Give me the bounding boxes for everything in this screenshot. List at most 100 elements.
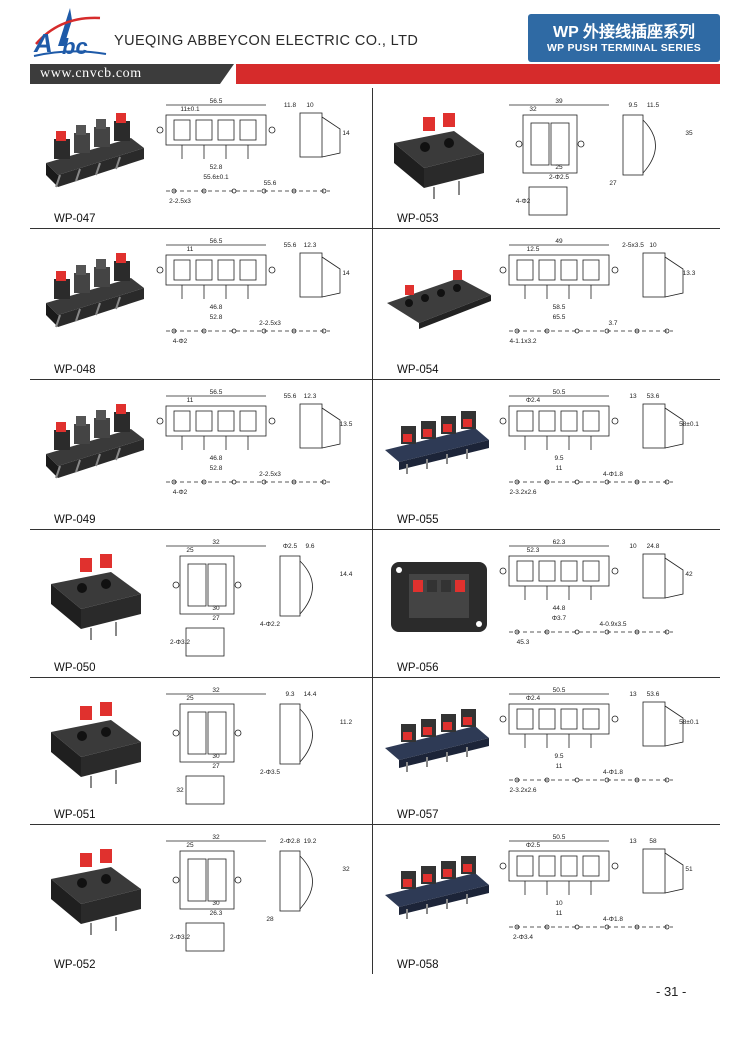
row-divider [30, 824, 720, 825]
dimension-label: 4-0.9x3.5 [599, 621, 626, 628]
dimension-label: 55.6 [284, 242, 297, 249]
product-photo [385, 709, 489, 772]
dimension-label: 2-Φ3.2 [170, 639, 190, 646]
dimension-label: 4-Φ2.2 [260, 621, 280, 628]
dimension-label: 50.5 [553, 389, 566, 396]
dimension-label: 12.3 [304, 393, 317, 400]
dimension-label: 4-Φ2 [516, 198, 531, 205]
dimension-label: 11.8 [284, 102, 297, 109]
dimension-label: 50.5 [553, 687, 566, 694]
dimension-label: 14 [342, 270, 350, 277]
dimension-label: Φ2.5 [283, 543, 298, 550]
dimension-label: 10 [649, 242, 657, 249]
product-photo [391, 562, 487, 632]
abbeycon-logo: A bc [33, 8, 107, 59]
dimension-label: 50.5 [553, 834, 566, 841]
dimension-label: 9.5 [554, 753, 563, 760]
dimension-label: 9.3 [285, 691, 294, 698]
dimension-label: 56.5 [210, 98, 223, 105]
dimension-label: 46.8 [210, 455, 223, 462]
dimension-label: 49 [555, 238, 563, 245]
dimension-label: 56.5 [210, 238, 223, 245]
dimension-label: 9.5 [628, 102, 637, 109]
model-label: WP-055 [397, 514, 439, 526]
website-url: www.cnvcb.com [40, 66, 142, 81]
dimension-label: 52.8 [210, 314, 223, 321]
dimension-label: 26.3 [210, 910, 223, 917]
dimension-label: 42 [685, 571, 693, 578]
page-header: A bc YUEQING ABBEYCON ELECTRIC CO., LTD … [0, 0, 750, 88]
model-label: WP-054 [397, 364, 439, 376]
dimension-label: 13.5 [340, 421, 353, 428]
dimension-label: 27 [212, 615, 220, 622]
product-photo [385, 411, 489, 474]
product-photo [51, 702, 141, 788]
dimension-label: 2-2.5x3 [259, 471, 281, 478]
model-label: WP-053 [397, 213, 439, 225]
model-label: WP-051 [54, 809, 96, 821]
dimension-label: 9.6 [305, 543, 314, 550]
dimension-label: 52.8 [210, 465, 223, 472]
product-photo [387, 270, 491, 329]
dimension-label: 14.4 [340, 571, 353, 578]
dimension-label: 4-Φ1.8 [603, 916, 623, 923]
series-title-en: WP PUSH TERMINAL SERIES [546, 42, 702, 54]
series-title-cn: WP 外接线插座系列 [553, 24, 695, 41]
dimension-label: 9.5 [554, 455, 563, 462]
model-label: WP-047 [54, 213, 96, 225]
product-photo [46, 404, 144, 479]
row-divider [30, 379, 720, 380]
product-photo [385, 856, 489, 919]
dimension-label: 35 [685, 130, 693, 137]
dimension-label: 32 [212, 539, 220, 546]
dimension-label: 4-1.1x3.2 [509, 338, 536, 345]
dimension-label: 13 [629, 838, 637, 845]
dimension-label: 11 [556, 910, 563, 917]
row-divider [30, 228, 720, 229]
model-label: WP-052 [54, 959, 96, 971]
dimension-label: 30 [212, 753, 220, 760]
product-photo [51, 849, 141, 935]
dimension-label: Φ3.7 [552, 615, 567, 622]
page-number: - 31 - [656, 984, 687, 999]
product-photo [51, 554, 141, 640]
dimension-label: 4-Φ2 [173, 338, 188, 345]
dimension-label: 30 [212, 605, 220, 612]
dimension-label: 12.5 [527, 246, 540, 253]
dimension-label: 11 [556, 763, 563, 770]
dimension-label: 2-Φ2.8 [280, 838, 300, 845]
dimension-label: 13.3 [683, 270, 696, 277]
product-photo [394, 113, 484, 199]
dimension-label: 44.8 [553, 605, 566, 612]
dimension-label: 56.5 [210, 389, 223, 396]
product-photo [46, 113, 144, 188]
dimension-label: 32 [529, 106, 537, 113]
dimension-label: 52.3 [527, 547, 540, 554]
dimension-label: 10 [555, 900, 563, 907]
dimension-label: 65.5 [553, 314, 566, 321]
row-divider [30, 677, 720, 678]
dimension-label: 10 [306, 102, 314, 109]
dimension-label: 14.4 [304, 691, 317, 698]
dimension-label: 11 [187, 246, 194, 253]
dimension-label: 2-3.2x2.6 [509, 787, 536, 794]
dimension-label: 58±0.1 [679, 719, 699, 726]
svg-text:A: A [33, 28, 53, 58]
dimension-label: 11 [187, 397, 194, 404]
dimension-label: 12.3 [304, 242, 317, 249]
model-label: WP-050 [54, 662, 96, 674]
dimension-label: 55.6 [284, 393, 297, 400]
dimension-label: 45.3 [517, 639, 530, 646]
